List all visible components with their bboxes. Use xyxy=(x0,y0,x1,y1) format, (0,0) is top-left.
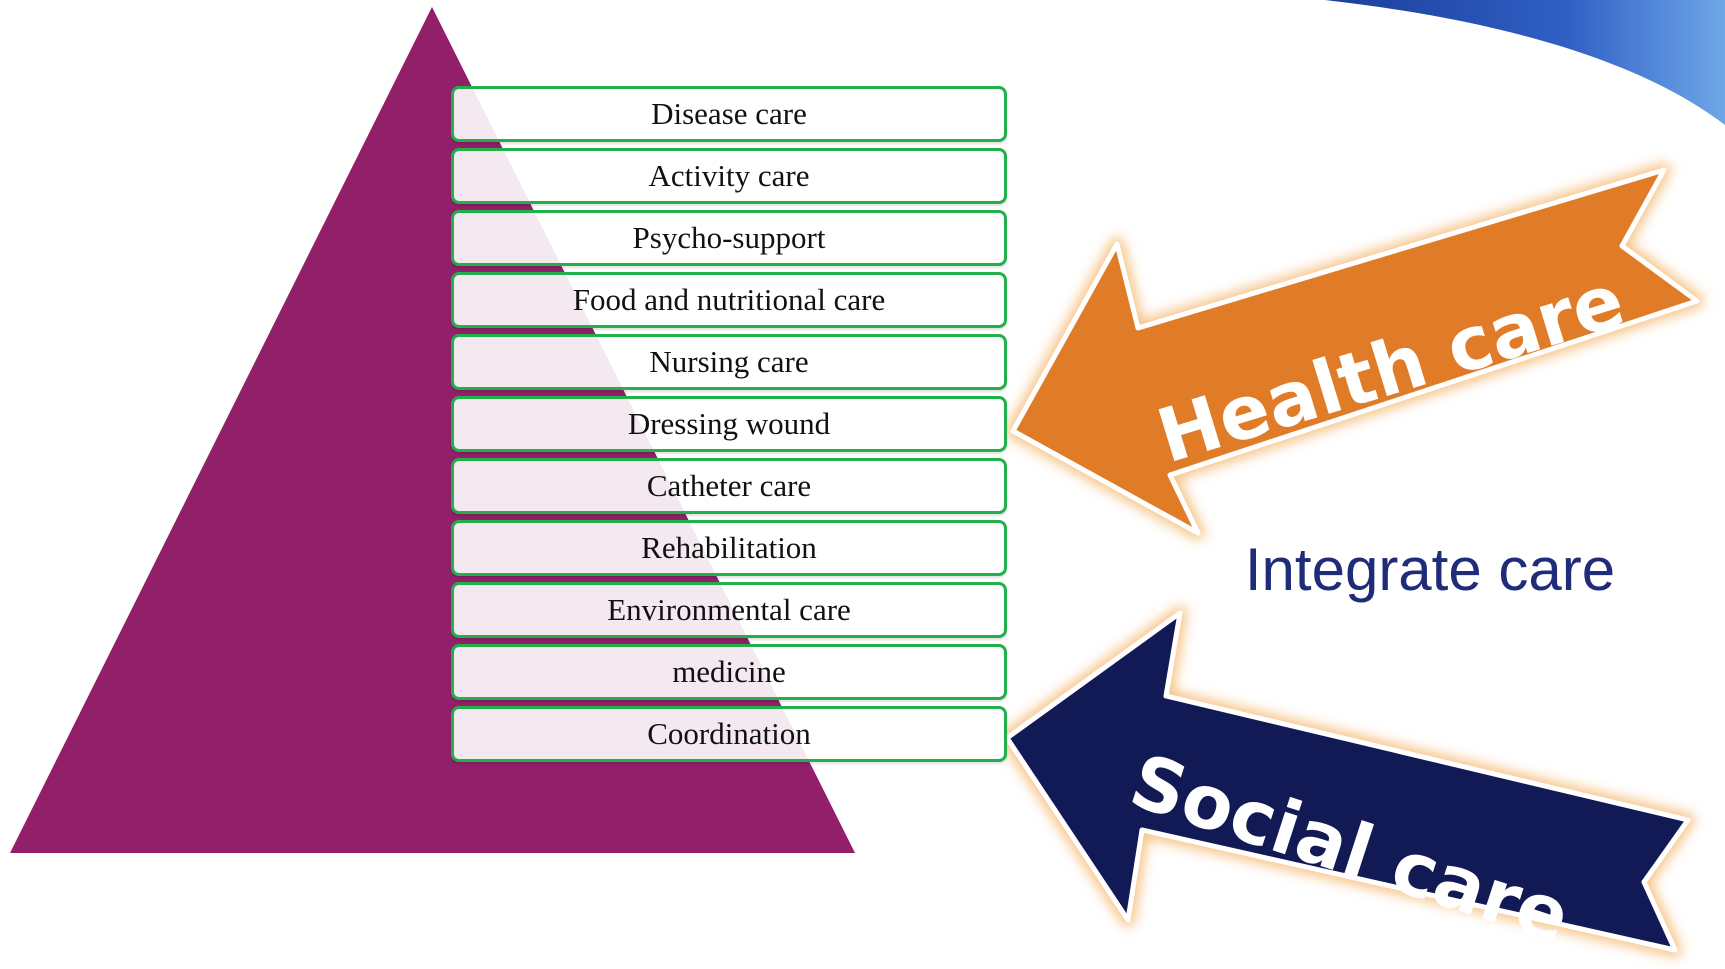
care-items-list: Disease care Activity care Psycho-suppor… xyxy=(451,86,1007,768)
care-item-dressing-wound: Dressing wound xyxy=(451,396,1007,452)
care-item-activity-care: Activity care xyxy=(451,148,1007,204)
care-item-medicine: medicine xyxy=(451,644,1007,700)
integrate-care-label: Integrate care xyxy=(1244,536,1616,603)
corner-band xyxy=(1325,0,1725,125)
care-item-disease-care: Disease care xyxy=(451,86,1007,142)
care-item-rehabilitation: Rehabilitation xyxy=(451,520,1007,576)
health-care-arrow xyxy=(1006,163,1704,540)
care-item-catheter-care: Catheter care xyxy=(451,458,1007,514)
care-item-nursing-care: Nursing care xyxy=(451,334,1007,390)
care-item-environmental-care: Environmental care xyxy=(451,582,1007,638)
social-care-arrow xyxy=(1000,606,1695,957)
pyramid-shape xyxy=(10,7,855,853)
care-item-coordination: Coordination xyxy=(451,706,1007,762)
care-item-psycho-support: Psycho-support xyxy=(451,210,1007,266)
care-item-food-nutritional-care: Food and nutritional care xyxy=(451,272,1007,328)
